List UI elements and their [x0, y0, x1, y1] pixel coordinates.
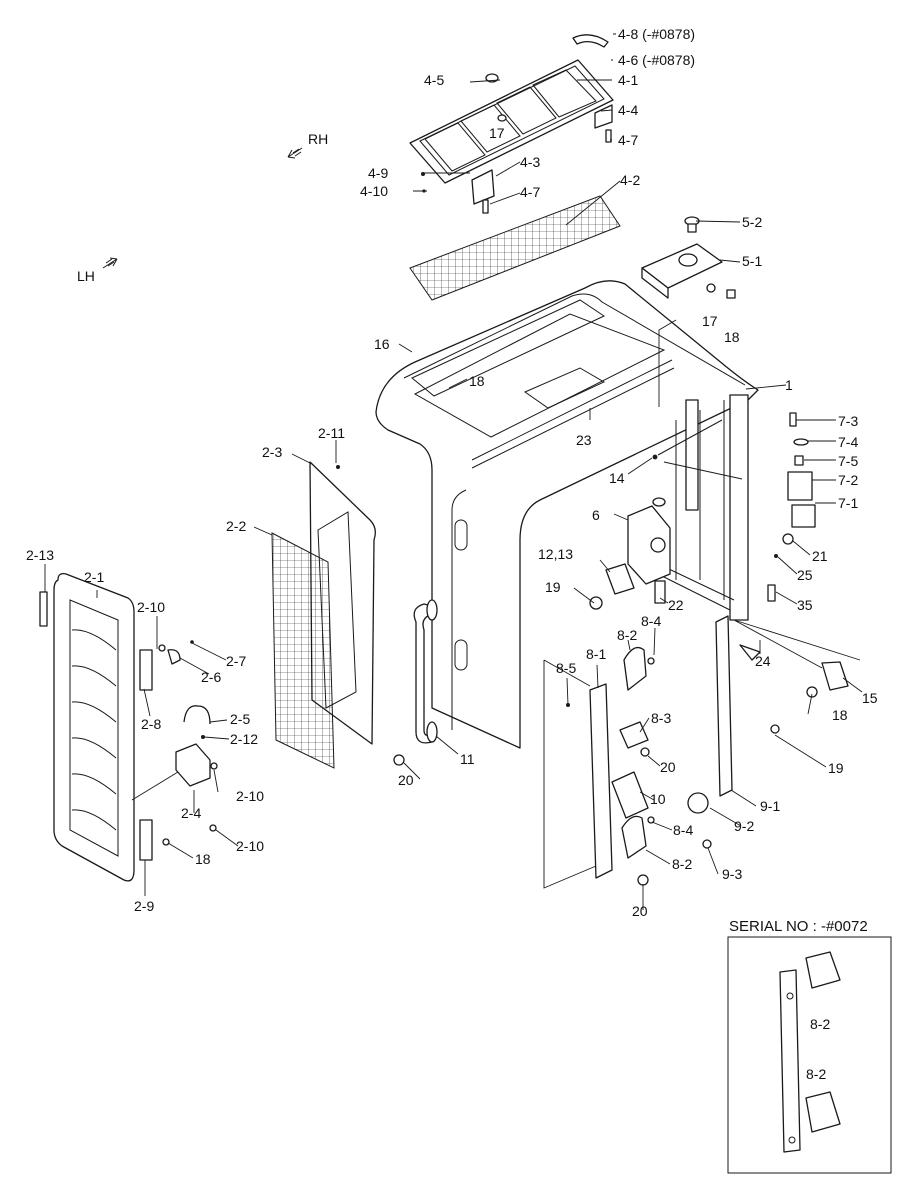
part-label: 7-5 — [838, 453, 858, 469]
part-label: 11 — [460, 751, 475, 767]
part-label: 9-3 — [722, 866, 742, 882]
part-label: 35 — [797, 597, 813, 613]
part-label: 10 — [650, 791, 666, 807]
door-panel-2-1 — [39, 572, 135, 882]
part-label: 7-3 — [838, 413, 858, 429]
part-label: 9-1 — [760, 798, 780, 814]
part-label: 2-9 — [134, 898, 154, 914]
part-label: 4-10 — [360, 183, 388, 199]
part-label: 12,13 — [538, 546, 573, 562]
part-label: 19 — [828, 760, 844, 776]
rail-8-assembly — [566, 646, 655, 886]
mesh-screen-4-2 — [409, 195, 621, 301]
part-label: 18 — [832, 707, 848, 723]
part-label: 5-2 — [742, 214, 762, 230]
part-label: 21 — [812, 548, 828, 564]
part-label: 8-4 — [641, 613, 661, 629]
part-label: 14 — [609, 470, 625, 486]
part-label: 2-6 — [201, 669, 221, 685]
direction-label-lh: LH — [77, 268, 95, 284]
rail-9-assembly — [687, 615, 780, 849]
part-label: 2-8 — [141, 716, 161, 732]
part-label: 4-7 — [520, 184, 540, 200]
part-label: 20 — [632, 903, 648, 919]
part-label: 18 — [724, 329, 740, 345]
part-label: 24 — [755, 653, 771, 669]
grab-handle-11 — [393, 599, 438, 766]
leader-lines — [44, 33, 863, 910]
part-label: 5-1 — [742, 253, 762, 269]
part-label: 2-13 — [26, 547, 54, 563]
hood-body — [375, 280, 759, 749]
part-label: 2-3 — [262, 444, 282, 460]
part-label: 4-8 (-#0878) — [618, 26, 695, 42]
part-label: 2-1 — [84, 569, 104, 585]
part-label: 20 — [398, 772, 414, 788]
part-label: 4-9 — [368, 165, 388, 181]
part-label: 4-1 — [618, 72, 638, 88]
part-label: 4-2 — [620, 172, 640, 188]
part-label: 25 — [797, 567, 813, 583]
part-label: 2-10 — [137, 599, 165, 615]
serial-inset — [727, 936, 892, 1174]
serial-part-label: 8-2 — [810, 1016, 830, 1032]
filler-cap-assembly — [641, 216, 736, 299]
part-label: 15 — [862, 690, 878, 706]
part-label: 8-3 — [651, 710, 671, 726]
serial-part-label: 8-2 — [806, 1066, 826, 1082]
part-label: 2-2 — [226, 518, 246, 534]
part-label: 7-2 — [838, 472, 858, 488]
part-label: 18 — [195, 851, 211, 867]
part-label: 9-2 — [734, 818, 754, 834]
part-label: 4-6 (-#0878) — [618, 52, 695, 68]
lh-arrow-icon — [102, 257, 118, 269]
part-label: 8-4 — [673, 822, 693, 838]
part-label: 4-3 — [520, 154, 540, 170]
part-label-layer: 4-8 (-#0878) 4-6 (-#0878) 4-5 4-1 17 4-4 4-7 4-… — [26, 26, 878, 919]
serial-title: SERIAL NO : -#0072 — [729, 918, 868, 935]
part-label: 20 — [660, 759, 676, 775]
hinge-assembly-7 — [767, 412, 816, 602]
bracket-6-assembly — [589, 497, 849, 698]
part-label: 16 — [374, 336, 390, 352]
part-label: 1 — [785, 377, 793, 393]
part-label: 22 — [668, 597, 684, 613]
part-label: 4-7 — [618, 132, 638, 148]
part-label: 8-5 — [556, 660, 576, 676]
door-hardware-2 — [139, 640, 218, 861]
part-label: 2-10 — [236, 788, 264, 804]
part-label: 7-1 — [838, 495, 858, 511]
part-label: 2-12 — [230, 731, 258, 747]
rh-arrow-icon — [287, 147, 303, 159]
part-label: 18 — [469, 373, 485, 389]
part-label: 8-2 — [672, 856, 692, 872]
part-label: 2-10 — [236, 838, 264, 854]
part-label: 8-2 — [617, 627, 637, 643]
part-label: 8-1 — [586, 646, 606, 662]
mesh-screen-2-2 — [271, 532, 335, 769]
part-label: 2-11 — [318, 425, 345, 441]
part-label: 2-7 — [226, 653, 246, 669]
part-label: 2-5 — [230, 711, 250, 727]
part-label: 17 — [489, 125, 505, 141]
part-label: 4-4 — [618, 102, 638, 118]
direction-label-rh: RH — [308, 131, 328, 147]
part-label: 2-4 — [181, 805, 201, 821]
top-cover-plate — [409, 34, 614, 214]
part-label: 4-5 — [424, 72, 444, 88]
part-label: 23 — [576, 432, 592, 448]
part-label: 6 — [592, 507, 600, 523]
part-label: 17 — [702, 313, 718, 329]
part-label: 7-4 — [838, 434, 858, 450]
part-label: 19 — [545, 579, 561, 595]
